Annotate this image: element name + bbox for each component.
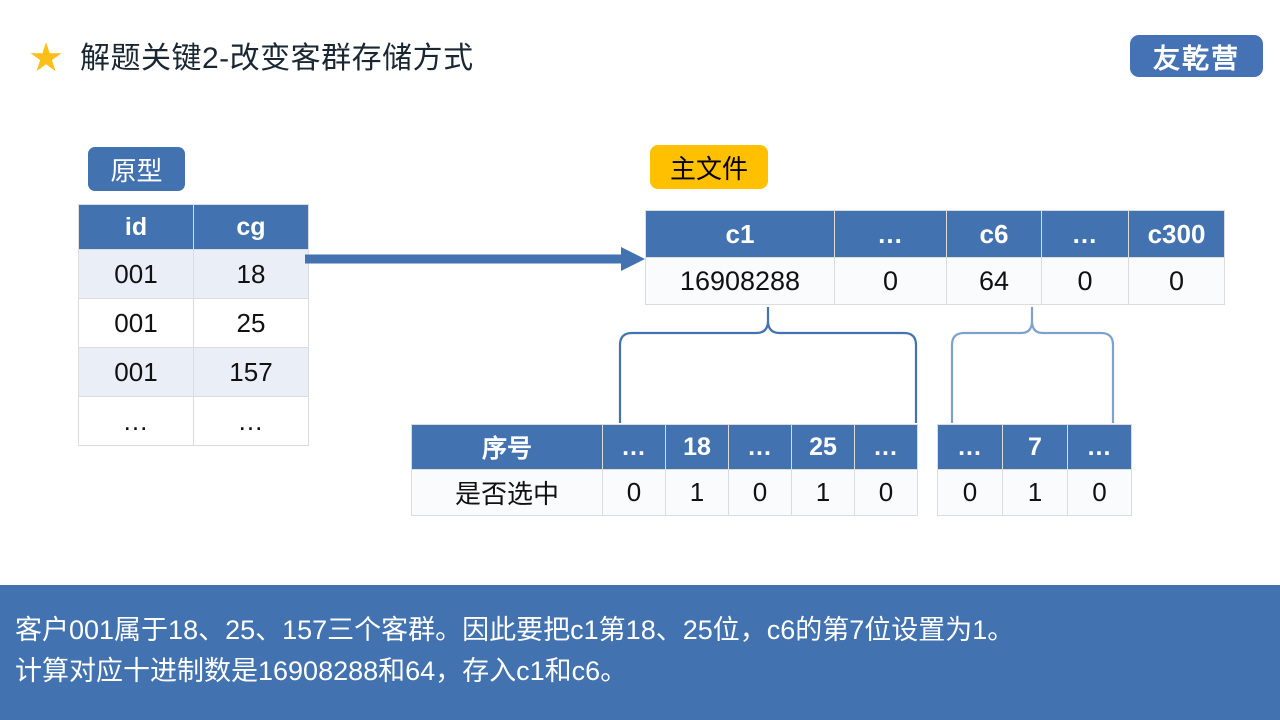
main-value-ellipsis-2: 0 (1041, 257, 1129, 305)
detail-c1-value-5: 0 (854, 469, 918, 516)
proto-cell-cg: 18 (193, 249, 309, 299)
main-file-table: c1 ... c6 ... c300 16908288 0 64 0 0 (645, 210, 1225, 305)
detail-c1-value-2: 1 (665, 469, 729, 516)
brace-c1-icon (618, 307, 918, 423)
main-header-c6: c6 (946, 210, 1042, 258)
detail-c6-value-2: 1 (1002, 469, 1068, 516)
proto-cell-id: 001 (78, 347, 194, 397)
table-row: 16908288 0 64 0 0 (645, 257, 1225, 305)
table-row: 001 157 (78, 347, 309, 397)
table-row: ... ... (78, 396, 309, 446)
table-header-row: 序号 ... 18 ... 25 ... (411, 424, 918, 470)
detail-c1-header-ellipsis-2: ... (728, 424, 792, 470)
main-value-ellipsis-1: 0 (834, 257, 947, 305)
flow-arrow-icon (305, 247, 645, 271)
table-row: 是否选中 0 1 0 1 0 (411, 469, 918, 516)
table-header-row: c1 ... c6 ... c300 (645, 210, 1225, 258)
main-value-c1: 16908288 (645, 257, 835, 305)
detail-c6-header-ellipsis-1: ... (937, 424, 1003, 470)
detail-table-c1: 序号 ... 18 ... 25 ... 是否选中 0 1 0 1 0 (411, 424, 918, 516)
proto-cell-cg: 25 (193, 298, 309, 348)
proto-header-id: id (78, 204, 194, 250)
detail-c1-header-index: 序号 (411, 424, 603, 470)
detail-c1-header-ellipsis-3: ... (854, 424, 918, 470)
brace-c6-icon (950, 307, 1115, 423)
main-file-badge: 主文件 (650, 145, 768, 189)
detail-c1-header-25: 25 (791, 424, 855, 470)
detail-c1-header-ellipsis-1: ... (602, 424, 666, 470)
main-header-ellipsis-2: ... (1041, 210, 1129, 258)
detail-c6-value-3: 0 (1067, 469, 1132, 516)
main-header-c1: c1 (645, 210, 835, 258)
proto-cell-id: 001 (78, 298, 194, 348)
proto-cell-id: ... (78, 396, 194, 446)
brand-logo: 友乾营 (1130, 35, 1263, 77)
proto-cell-id: 001 (78, 249, 194, 299)
prototype-badge: 原型 (88, 147, 185, 191)
proto-header-cg: cg (193, 204, 309, 250)
main-header-ellipsis-1: ... (834, 210, 947, 258)
detail-c1-value-1: 0 (602, 469, 666, 516)
detail-c6-header-ellipsis-2: ... (1067, 424, 1132, 470)
proto-cell-cg: ... (193, 396, 309, 446)
detail-c6-header-7: 7 (1002, 424, 1068, 470)
main-value-c6: 64 (946, 257, 1042, 305)
proto-cell-cg: 157 (193, 347, 309, 397)
detail-c6-value-1: 0 (937, 469, 1003, 516)
table-row: 001 18 (78, 249, 309, 299)
prototype-table: id cg 001 18 001 25 001 157 ... ... (78, 204, 309, 446)
page-title: 解题关键2-改变客群存储方式 (80, 42, 474, 75)
main-header-c300: c300 (1128, 210, 1225, 258)
caption-banner: 客户001属于18、25、157三个客群。因此要把c1第18、25位，c6的第7… (0, 585, 1280, 720)
star-icon: ★ (28, 36, 64, 80)
table-header-row: id cg (78, 204, 309, 250)
detail-table-c6: ... 7 ... 0 1 0 (937, 424, 1132, 516)
detail-c1-value-label: 是否选中 (411, 469, 603, 516)
caption-line-2: 计算对应十进制数是16908288和64，存入c1和c6。 (15, 656, 628, 686)
table-row: 0 1 0 (937, 469, 1132, 516)
detail-c1-header-18: 18 (665, 424, 729, 470)
detail-c1-value-4: 1 (791, 469, 855, 516)
detail-c1-value-3: 0 (728, 469, 792, 516)
table-header-row: ... 7 ... (937, 424, 1132, 470)
main-value-c300: 0 (1128, 257, 1225, 305)
caption-line-1: 客户001属于18、25、157三个客群。因此要把c1第18、25位，c6的第7… (15, 615, 1015, 645)
table-row: 001 25 (78, 298, 309, 348)
